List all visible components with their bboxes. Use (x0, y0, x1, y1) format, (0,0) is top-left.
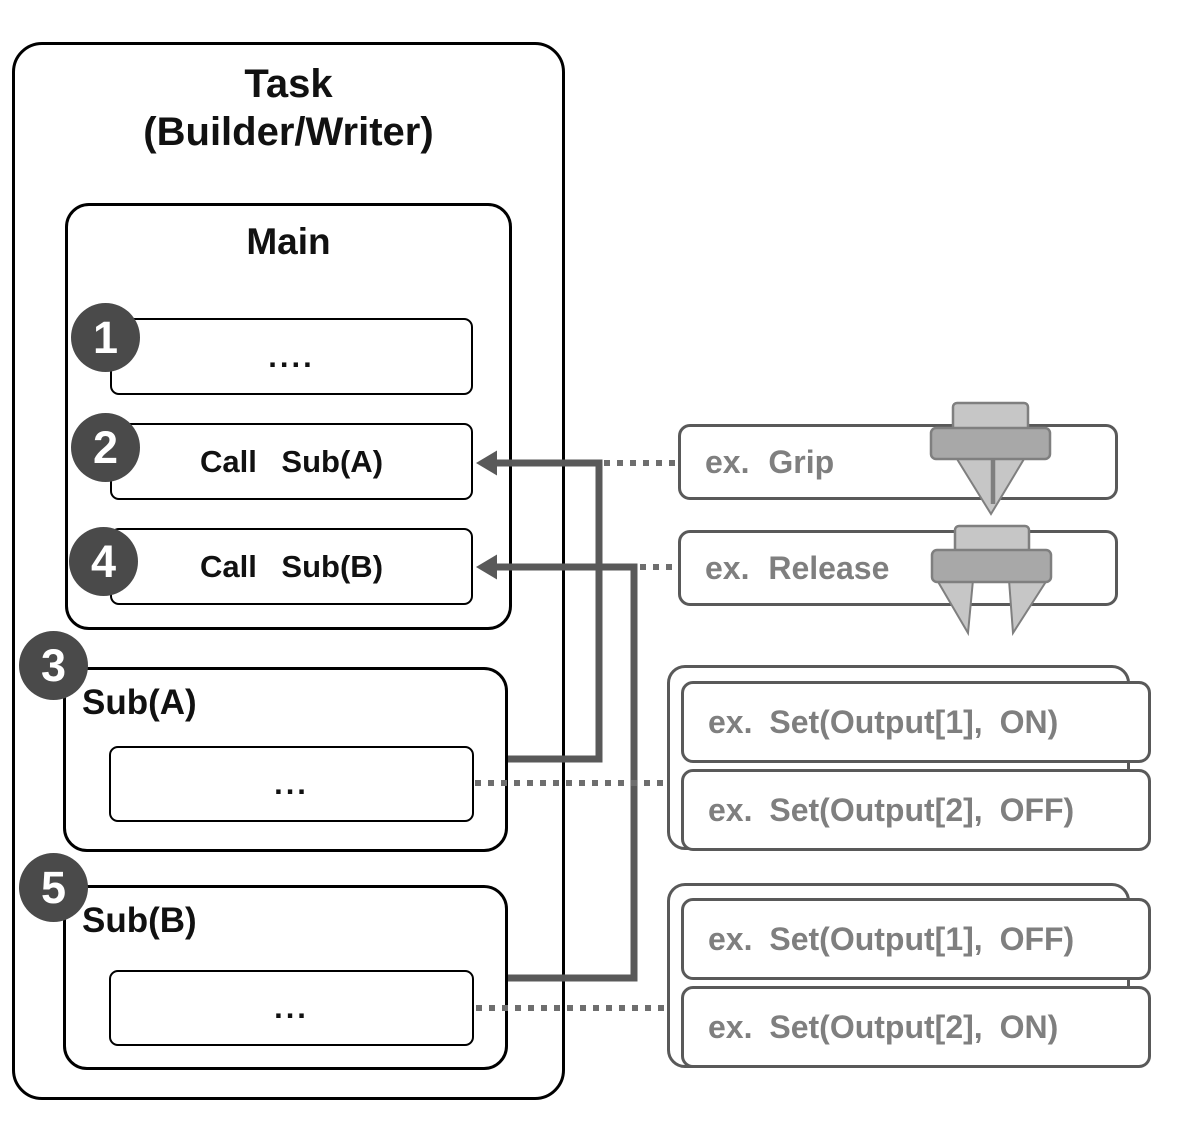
example-set-output1-off: ex. Set(Output[1], OFF) (681, 898, 1151, 980)
step-box-call-sub-a: Call Sub(A) (110, 423, 473, 500)
task-title-line2: (Builder/Writer) (143, 110, 434, 154)
step-box-1: .... (110, 318, 473, 395)
task-title-line1: Task (244, 62, 333, 106)
example-group-a: ex. Set(Output[1], ON) ex. Set(Output[2]… (667, 665, 1151, 851)
example-group-b: ex. Set(Output[1], OFF) ex. Set(Output[2… (667, 883, 1151, 1068)
sub-a-body-box: ... (109, 746, 474, 822)
badge-1: 1 (71, 303, 140, 372)
sub-b-body-box: ... (109, 970, 474, 1046)
example-release-box: ex. Release (678, 530, 1118, 606)
sub-b-title: Sub(B) (82, 901, 197, 940)
badge-3: 3 (19, 631, 88, 700)
example-grip-box: ex. Grip (678, 424, 1118, 500)
example-set-output2-on: ex. Set(Output[2], ON) (681, 986, 1151, 1068)
step-box-call-sub-b: Call Sub(B) (110, 528, 473, 605)
badge-5: 5 (19, 853, 88, 922)
example-set-output2-off: ex. Set(Output[2], OFF) (681, 769, 1151, 851)
main-title: Main (246, 221, 331, 262)
badge-2: 2 (71, 413, 140, 482)
sub-a-title: Sub(A) (82, 683, 197, 722)
task-title: Task (Builder/Writer) (12, 60, 565, 156)
example-set-output1-on: ex. Set(Output[1], ON) (681, 681, 1151, 763)
badge-4: 4 (69, 527, 138, 596)
